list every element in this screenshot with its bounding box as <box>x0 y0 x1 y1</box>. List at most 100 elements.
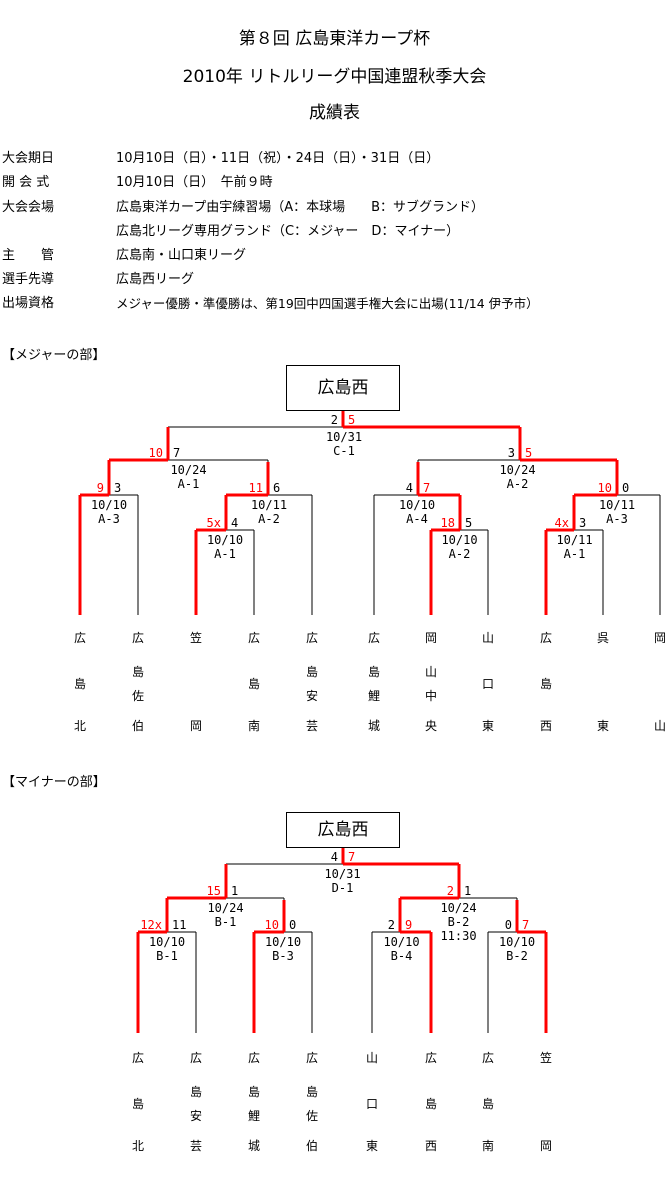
score-left: 12x <box>140 918 162 932</box>
team-name-char: 広 <box>306 1051 318 1065</box>
score-left: 10 <box>265 918 279 932</box>
score-left: 10 <box>149 446 163 460</box>
team-name-char: 北 <box>132 1139 144 1153</box>
team-name-char: 島 <box>132 1096 144 1111</box>
team-name-char: 芸 <box>190 1139 202 1153</box>
info-label-opening: 開 会 式 <box>2 175 50 190</box>
title-line1: 第８回 広島東洋カープ杯 <box>238 29 431 49</box>
team-name-char: 佐 <box>132 689 144 703</box>
team-name-char: 鯉 <box>248 1109 260 1123</box>
score-left: 2 <box>331 413 338 427</box>
team-name-char: 鯉 <box>368 689 380 703</box>
title-line3: 成績表 <box>309 103 360 123</box>
info-label-venue: 大会会場 <box>2 200 55 215</box>
team-name-char: 広 <box>482 1051 494 1065</box>
match-date: 10/11 <box>251 498 287 512</box>
team-name-char: 広 <box>540 631 552 645</box>
team-name-char: 広 <box>190 1051 202 1065</box>
match-venue: A-4 <box>406 512 428 526</box>
match-time: 11:30 <box>440 929 476 943</box>
team-name-char: 南 <box>248 718 260 733</box>
match-venue: B-1 <box>215 915 237 929</box>
info-value-venue: 広島東洋カープ由宇練習場（A：本球場 B：サブグランド） <box>116 200 485 215</box>
team-name-char: 島 <box>190 1084 202 1099</box>
match-venue: A-1 <box>214 547 236 561</box>
team-name-char: 岡 <box>190 719 202 733</box>
score-left: 11 <box>249 481 263 495</box>
match-date: 10/24 <box>499 463 535 477</box>
score-left: 2 <box>447 884 454 898</box>
info-label-qualify: 出場資格 <box>2 296 55 311</box>
match-date: 10/10 <box>149 935 185 949</box>
match-date: 10/10 <box>499 935 535 949</box>
match-venue: D-1 <box>332 881 354 895</box>
match-date: 10/31 <box>324 867 360 881</box>
team-name-char: 広 <box>248 631 260 645</box>
match-venue: A-1 <box>178 477 200 491</box>
match-date: 10/24 <box>170 463 206 477</box>
score-right: 5 <box>348 413 355 427</box>
match-date: 10/31 <box>326 430 362 444</box>
team-name-char: 岡 <box>540 1139 552 1153</box>
team-name-char: 山 <box>654 719 666 733</box>
score-right: 0 <box>289 918 296 932</box>
match-venue: B-4 <box>391 949 413 963</box>
info-label-host: 主 管 <box>2 248 55 263</box>
team-name-char: 山 <box>482 631 494 645</box>
match-venue: A-3 <box>98 512 120 526</box>
info-value-lead: 広島西リーグ <box>116 272 195 287</box>
score-left: 9 <box>97 481 104 495</box>
score-left: 4 <box>331 850 338 864</box>
team-name-char: 広 <box>74 631 86 645</box>
team-name-char: 広 <box>132 1051 144 1065</box>
team-name-char: 芸 <box>306 719 318 733</box>
minor-section-header: 【マイナーの部】 <box>2 775 106 790</box>
team-name-char: 広 <box>306 631 318 645</box>
team-name-char: 佐 <box>306 1109 318 1123</box>
major-section-header: 【メジャーの部】 <box>2 348 106 363</box>
info-value-venue2: 広島北リーグ専用グランド（C：メジャー D：マイナー） <box>116 224 460 239</box>
match-date: 10/11 <box>599 498 635 512</box>
team-name-char: 西 <box>540 719 552 733</box>
info-value-opening: 10月10日（日） 午前９時 <box>116 175 273 190</box>
score-right: 3 <box>579 516 586 530</box>
info-label-lead: 選手先導 <box>2 272 55 287</box>
match-venue: B-2 <box>506 949 528 963</box>
match-venue: B-2 <box>448 915 470 929</box>
team-name-char: 島 <box>132 664 144 679</box>
title-line2: 2010年 リトルリーグ中国連盟秋季大会 <box>182 67 487 87</box>
team-name-char: 口 <box>482 677 494 691</box>
team-name-char: 島 <box>482 1096 494 1111</box>
team-name-char: 東 <box>482 719 494 733</box>
match-date: 10/24 <box>207 901 243 915</box>
match-date: 10/10 <box>441 533 477 547</box>
match-venue: B-1 <box>156 949 178 963</box>
score-left: 10 <box>598 481 612 495</box>
match-date: 10/24 <box>440 901 476 915</box>
major-champion-box: 広島西 <box>286 365 400 411</box>
score-right: 3 <box>114 481 121 495</box>
info-label-dates: 大会期日 <box>2 151 55 166</box>
team-name-char: 島 <box>368 664 380 679</box>
team-name-char: 広 <box>248 1051 260 1065</box>
match-date: 10/10 <box>91 498 127 512</box>
score-left: 4 <box>406 481 413 495</box>
score-left: 2 <box>388 918 395 932</box>
info-value-qualify: メジャー優勝・準優勝は、第19回中四国選手権大会に出場(11/14 伊予市） <box>116 296 539 311</box>
team-name-char: 伯 <box>306 1138 318 1153</box>
team-name-char: 伯 <box>132 718 144 733</box>
team-name-char: 島 <box>74 676 86 691</box>
score-left: 3 <box>508 446 515 460</box>
score-right: 9 <box>405 918 412 932</box>
team-name-char: 城 <box>248 1139 260 1153</box>
match-date: 10/11 <box>556 533 592 547</box>
team-name-char: 島 <box>248 1084 260 1099</box>
match-venue: B-3 <box>272 949 294 963</box>
score-right: 4 <box>231 516 238 530</box>
score-right: 6 <box>273 481 280 495</box>
score-left: 0 <box>505 918 512 932</box>
score-right: 1 <box>464 884 471 898</box>
team-name-char: 西 <box>425 1139 437 1153</box>
minor-champion-box: 広島西 <box>286 812 400 848</box>
